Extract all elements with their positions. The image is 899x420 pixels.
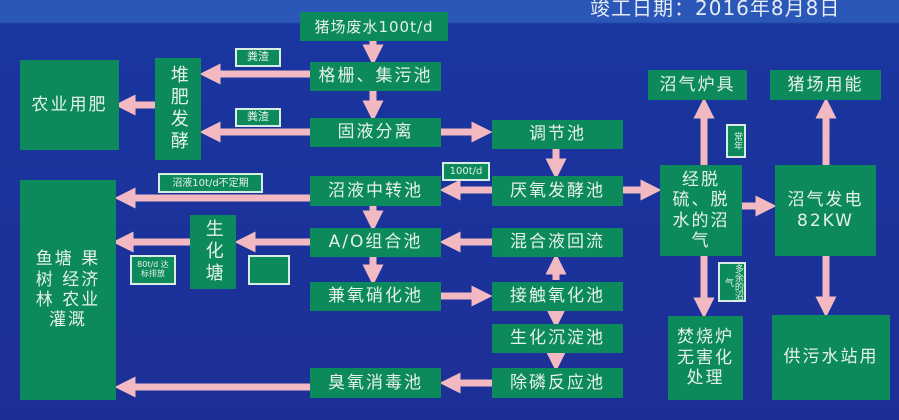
box-ozone: 臭氧消毒池	[310, 368, 441, 398]
box-contact: 接触氧化池	[492, 282, 623, 311]
label-year-round: 常年	[726, 124, 746, 158]
box-anaerobic: 厌氧发酵池	[492, 176, 623, 206]
box-compost: 堆肥发酵	[155, 58, 201, 160]
box-grille: 格栅、集污池	[310, 62, 441, 91]
label-dung-1: 粪渣	[235, 48, 281, 67]
box-reflux: 混合液回流	[492, 228, 623, 257]
box-phosphorus: 除磷反应池	[492, 368, 623, 398]
box-transfer: 沼液中转池	[310, 176, 441, 206]
box-stove: 沼气炉具	[648, 70, 747, 100]
box-power: 沼气发电 82KW	[775, 165, 876, 256]
box-nitrification: 兼氧硝化池	[310, 282, 441, 311]
label-pond-note	[248, 255, 290, 285]
box-pond: 生化塘	[190, 215, 236, 289]
box-wastewater: 猪场废水100t/d	[300, 12, 448, 41]
box-regulating: 调节池	[492, 120, 623, 149]
box-farm-energy: 猪场用能	[770, 70, 881, 100]
label-flow-100: 100t/d	[442, 162, 490, 181]
label-discharge: 80t/d 达标排放	[130, 255, 176, 285]
completion-date: 竣工日期：2016年8月8日	[590, 0, 841, 20]
box-irrigation: 鱼塘 果树 经济林 农业灌溉	[20, 180, 116, 400]
label-dung-2: 粪渣	[235, 108, 281, 127]
label-liquid-10: 沼液10t/d不定期	[158, 173, 263, 193]
box-station: 供污水站用	[772, 315, 890, 400]
box-ao: A/O组合池	[310, 228, 441, 257]
box-sedimentation: 生化沉淀池	[492, 324, 623, 353]
box-separation: 固液分离	[310, 118, 441, 147]
box-incinerator: 焚烧炉 无害化 处理	[668, 316, 743, 400]
label-surplus: 多余的沼气	[718, 262, 746, 302]
box-fertilizer: 农业用肥	[20, 60, 119, 150]
box-biogas: 经脱硫、脱水的沼气	[660, 165, 742, 256]
